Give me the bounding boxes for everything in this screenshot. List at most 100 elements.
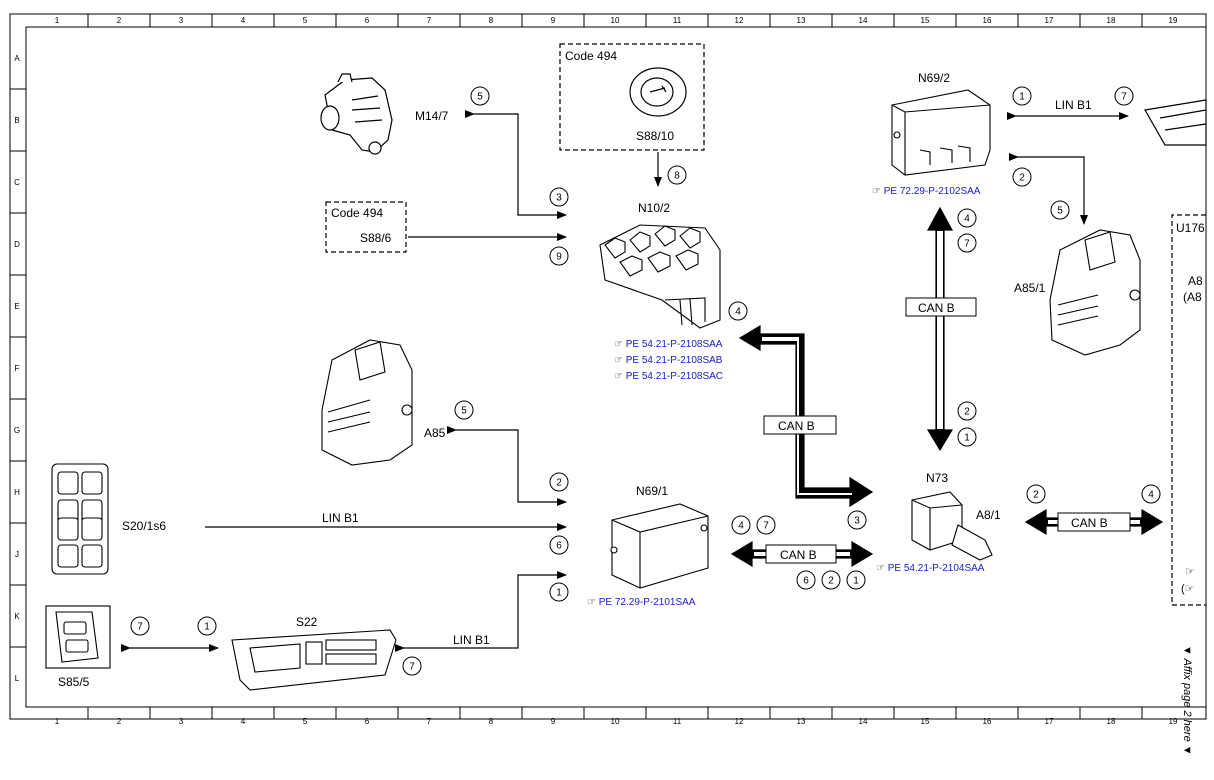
grid-column-label-bottom-9: 9 — [551, 717, 556, 726]
svg-text:7: 7 — [1121, 92, 1127, 103]
bus-label-boxes: CAN B CAN B CAN B CAN B — [763, 297, 1131, 564]
grid-column-label-bottom-5: 5 — [303, 717, 308, 726]
svg-text:3: 3 — [556, 193, 562, 204]
grid-column-label-bottom-12: 12 — [735, 717, 744, 726]
signal-circle-n69-1-in-c: 1 — [549, 582, 569, 602]
n10-2-ref-3: PE 54.21-P-2108SAC — [626, 371, 723, 382]
can-b-vertical-label: CAN B — [918, 301, 955, 315]
grid-column-label-top-11: 11 — [673, 16, 682, 25]
grid-row-label-L: L — [15, 674, 20, 683]
svg-text:2: 2 — [556, 478, 562, 489]
signal-circle-can-vert-bot-b: 1 — [957, 427, 977, 447]
grid-row-label-H: H — [14, 488, 20, 497]
n69-2-reference-row: ☞ PE 72.29-P-2102SAA — [872, 186, 981, 197]
grid-row-label-J: J — [15, 550, 19, 559]
svg-text:1: 1 — [853, 576, 859, 587]
grid-column-label-top-2: 2 — [117, 16, 122, 25]
a85-1-label: A85/1 — [1014, 281, 1046, 295]
grid-column-label-top-14: 14 — [859, 16, 868, 25]
svg-text:7: 7 — [137, 622, 143, 633]
n10-2-module-picture — [599, 224, 721, 329]
signal-circle-n10-2-in-b: 9 — [549, 246, 569, 266]
affix-page-note: ▼ Affix page 2 here ▼ — [1181, 645, 1193, 756]
svg-text:2: 2 — [1019, 173, 1025, 184]
svg-text:6: 6 — [556, 541, 562, 552]
svg-text:5: 5 — [477, 92, 483, 103]
lin-b1-s20-label: LIN B1 — [322, 511, 359, 525]
s88-10-switch-picture — [629, 67, 687, 117]
signal-circle-n69-2-right: 7 — [1114, 86, 1134, 106]
a85-label: A85 — [424, 426, 446, 440]
s85-5-switch-picture — [45, 605, 111, 669]
signal-circle-s85-a: 7 — [130, 616, 150, 636]
signal-circle-can-vert-top-a: 4 — [957, 208, 977, 228]
a8-1-label: A8/1 — [976, 508, 1001, 522]
svg-text:4: 4 — [1148, 490, 1154, 501]
grid-row-label-F: F — [15, 364, 20, 373]
grid-column-label-bottom-8: 8 — [489, 717, 494, 726]
u176-ref-icon-2: (☞ — [1181, 583, 1195, 595]
svg-text:4: 4 — [735, 307, 741, 318]
n10-2-ref-1: PE 54.21-P-2108SAA — [626, 339, 723, 350]
svg-text:7: 7 — [409, 662, 415, 673]
grid-column-label-bottom-18: 18 — [1107, 717, 1116, 726]
grid-column-label-bottom-14: 14 — [859, 717, 868, 726]
grid-column-label-top-7: 7 — [427, 16, 432, 25]
grid-column-label-top-8: 8 — [489, 16, 494, 25]
grid-column-label-top-10: 10 — [611, 16, 620, 25]
grid-row-label-D: D — [14, 240, 20, 249]
signal-circle-n69-1-can-c: 6 — [796, 570, 816, 590]
grid-column-label-bottom-6: 6 — [365, 717, 370, 726]
signal-circle-s22: 7 — [402, 656, 422, 676]
frame-inner — [25, 26, 1207, 708]
signal-circle-n69-1-can-b: 7 — [756, 515, 776, 535]
n69-2-ref: PE 72.29-P-2102SAA — [884, 186, 981, 197]
n10-2-references: ☞ PE 54.21-P-2108SAA ☞ PE 54.21-P-2108SA… — [614, 339, 723, 382]
signal-circle-s85-b: 1 — [197, 616, 217, 636]
svg-text:5: 5 — [1057, 206, 1063, 217]
signal-circle-s88-10: 8 — [667, 165, 687, 185]
can-b-n69-label: CAN B — [780, 548, 817, 562]
grid-column-label-bottom-16: 16 — [983, 717, 992, 726]
n10-2-ref-2: PE 54.21-P-2108SAB — [626, 355, 723, 366]
signal-circle-can-vert-bot-a: 2 — [957, 401, 977, 421]
s20-1s6-label: S20/1s6 — [122, 519, 166, 533]
svg-text:☞ PE 54.21-P-2108SAB: ☞ PE 54.21-P-2108SAB — [614, 355, 723, 366]
signal-circle-n69-2-left: 1 — [1012, 86, 1032, 106]
grid-column-label-bottom-19: 19 — [1169, 717, 1178, 726]
s85-5-label: S85/5 — [58, 675, 90, 689]
grid-column-label-top-15: 15 — [921, 16, 930, 25]
signal-circle-n69-1-can-d: 2 — [821, 570, 841, 590]
code494-left-box — [325, 201, 407, 253]
a8-paren-partial-label: (A8 — [1183, 290, 1202, 304]
can-b-mid-label: CAN B — [778, 419, 815, 433]
m14-7-actuator-picture — [320, 73, 393, 155]
u176-label: U176 — [1176, 221, 1205, 235]
n69-1-label: N69/1 — [636, 484, 668, 498]
grid-column-label-top-1: 1 — [55, 16, 60, 25]
n73-reference-row: ☞ PE 54.21-P-2104SAA — [876, 563, 985, 574]
svg-text:8: 8 — [674, 171, 680, 182]
code494-left-label: Code 494 — [331, 206, 383, 220]
a85-1-actuator-picture — [1049, 229, 1141, 356]
svg-text:5: 5 — [461, 406, 467, 417]
grid-column-label-top-13: 13 — [797, 16, 806, 25]
signal-circle-n69-1-in-a: 2 — [549, 472, 569, 492]
grid-column-label-bottom-3: 3 — [179, 717, 184, 726]
signal-circle-a85: 5 — [454, 400, 474, 420]
m14-7-label: M14/7 — [415, 109, 449, 123]
svg-text:1: 1 — [204, 622, 210, 633]
signal-circle-can-vert-top-b: 7 — [957, 233, 977, 253]
grid-column-label-top-19: 19 — [1169, 16, 1178, 25]
svg-text:3: 3 — [854, 516, 860, 527]
grid-row-label-A: A — [14, 54, 20, 63]
grid-column-label-top-3: 3 — [179, 16, 184, 25]
n73-label: N73 — [926, 471, 948, 485]
grid-column-label-top-12: 12 — [735, 16, 744, 25]
n69-1-module-picture — [610, 503, 709, 589]
grid-column-label-top-4: 4 — [241, 16, 246, 25]
a85-line — [447, 426, 567, 506]
signal-circle-n10-2-in-a: 3 — [549, 187, 569, 207]
